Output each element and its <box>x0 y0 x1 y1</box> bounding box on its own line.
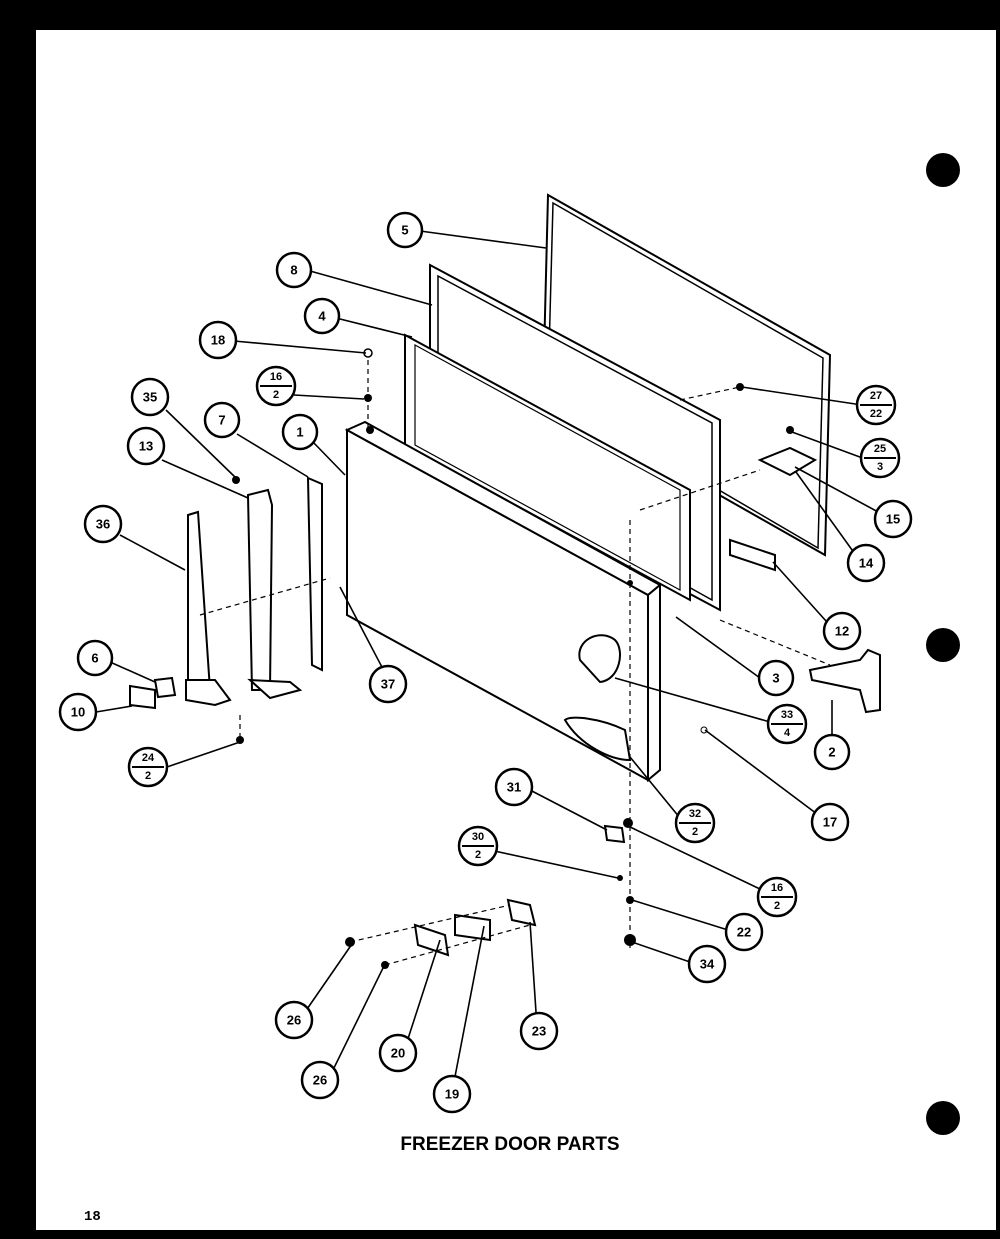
callout-16-over-2-bottom: 16 2 <box>756 876 798 918</box>
callout-8: 8 <box>275 251 313 289</box>
callout-6: 6 <box>76 639 114 677</box>
part-10-plate <box>129 684 156 710</box>
callout-3: 3 <box>757 659 795 697</box>
callout-14: 14 <box>846 543 886 583</box>
callout-36-label: 36 <box>96 517 110 532</box>
page-number: 18 <box>84 1209 101 1225</box>
callout-7: 7 <box>203 401 241 439</box>
callout-16b-top: 16 <box>771 882 783 894</box>
callout-23-label: 23 <box>532 1024 546 1039</box>
callout-19: 19 <box>432 1074 472 1114</box>
part-13-bracket <box>246 488 303 700</box>
callout-14-label: 14 <box>859 556 874 571</box>
callout-35-label: 35 <box>143 390 157 405</box>
part-12-bracket <box>729 538 776 572</box>
callout-37: 37 <box>368 664 408 704</box>
callout-26b: 26 <box>300 1060 340 1100</box>
binder-hole-middle <box>926 628 960 662</box>
callout-35: 35 <box>130 377 170 417</box>
binder-hole-bottom <box>926 1101 960 1135</box>
callout-33-over-4: 33 4 <box>766 703 808 745</box>
callout-26b-label: 26 <box>313 1073 327 1088</box>
binder-hole-top <box>926 153 960 187</box>
callout-10: 10 <box>58 692 98 732</box>
part-14-15-bracket <box>757 426 818 477</box>
callout-2-label: 2 <box>828 745 835 760</box>
callout-27-bottom: 22 <box>870 408 882 420</box>
callout-25-top: 25 <box>874 443 886 455</box>
callout-25-bottom: 3 <box>877 461 883 473</box>
callout-37-label: 37 <box>381 677 395 692</box>
callout-32-top: 32 <box>689 808 701 820</box>
callout-15-label: 15 <box>886 512 900 527</box>
callout-33-bottom: 4 <box>784 727 791 739</box>
callout-1-label: 1 <box>296 425 303 440</box>
callout-31: 31 <box>494 767 534 807</box>
callout-5: 5 <box>386 211 424 249</box>
callout-16b-bottom: 2 <box>774 900 780 912</box>
callout-24-top: 24 <box>142 752 155 764</box>
callout-6-label: 6 <box>91 651 98 666</box>
callout-4: 4 <box>303 297 341 335</box>
callout-30-bottom: 2 <box>475 849 481 861</box>
callout-30-top: 30 <box>472 831 484 843</box>
callout-1: 1 <box>281 413 319 451</box>
callout-25-over-3: 25 3 <box>859 437 901 479</box>
callout-27-over-22: 27 22 <box>855 384 897 426</box>
callout-8-label: 8 <box>290 263 297 278</box>
callout-36: 36 <box>83 504 123 544</box>
callout-26a: 26 <box>274 1000 314 1040</box>
callout-33-top: 33 <box>781 709 793 721</box>
callout-13-label: 13 <box>139 439 153 454</box>
callout-27-top: 27 <box>870 390 882 402</box>
callout-22-label: 22 <box>737 925 751 940</box>
callout-16a-bottom: 2 <box>273 389 279 401</box>
part-6-cover <box>153 676 177 699</box>
callout-26a-label: 26 <box>287 1013 301 1028</box>
part-7-bracket <box>306 476 323 672</box>
callout-17-label: 17 <box>823 815 837 830</box>
part-19-hinge <box>454 913 491 942</box>
diagram-title: FREEZER DOOR PARTS <box>400 1134 619 1155</box>
callout-23: 23 <box>519 1011 559 1051</box>
callout-20: 20 <box>378 1033 418 1073</box>
callout-15: 15 <box>873 499 913 539</box>
callout-18-label: 18 <box>211 333 225 348</box>
part-20-bushing <box>413 923 450 957</box>
callout-24-bottom: 2 <box>145 770 151 782</box>
callout-32-bottom: 2 <box>692 826 698 838</box>
callout-24-over-2: 24 2 <box>127 746 169 788</box>
part-4-breaker-strip <box>404 333 691 602</box>
callout-7-label: 7 <box>218 413 225 428</box>
callout-32-over-2: 32 2 <box>674 802 716 844</box>
callout-19-label: 19 <box>445 1087 459 1102</box>
callout-12: 12 <box>822 611 862 651</box>
callout-16-over-2-top: 16 2 <box>255 365 297 407</box>
callout-22: 22 <box>724 912 764 952</box>
callout-4-label: 4 <box>318 309 326 324</box>
callout-31-label: 31 <box>507 780 521 795</box>
part-2-hinge <box>808 648 881 714</box>
callout-34-label: 34 <box>700 957 715 972</box>
part-23-hinge-plate <box>506 898 537 927</box>
callout-34: 34 <box>687 944 727 984</box>
part-36-bracket <box>185 510 232 707</box>
callout-12-label: 12 <box>835 624 849 639</box>
callout-2: 2 <box>813 733 851 771</box>
callout-5-label: 5 <box>401 223 408 238</box>
callout-10-label: 10 <box>71 705 85 720</box>
callout-13: 13 <box>126 426 166 466</box>
callout-3-label: 3 <box>772 671 779 686</box>
callout-30-over-2: 30 2 <box>457 825 499 867</box>
callout-20-label: 20 <box>391 1046 405 1061</box>
callout-18: 18 <box>198 320 238 360</box>
callout-16a-top: 16 <box>270 371 282 383</box>
callout-17: 17 <box>810 802 850 842</box>
